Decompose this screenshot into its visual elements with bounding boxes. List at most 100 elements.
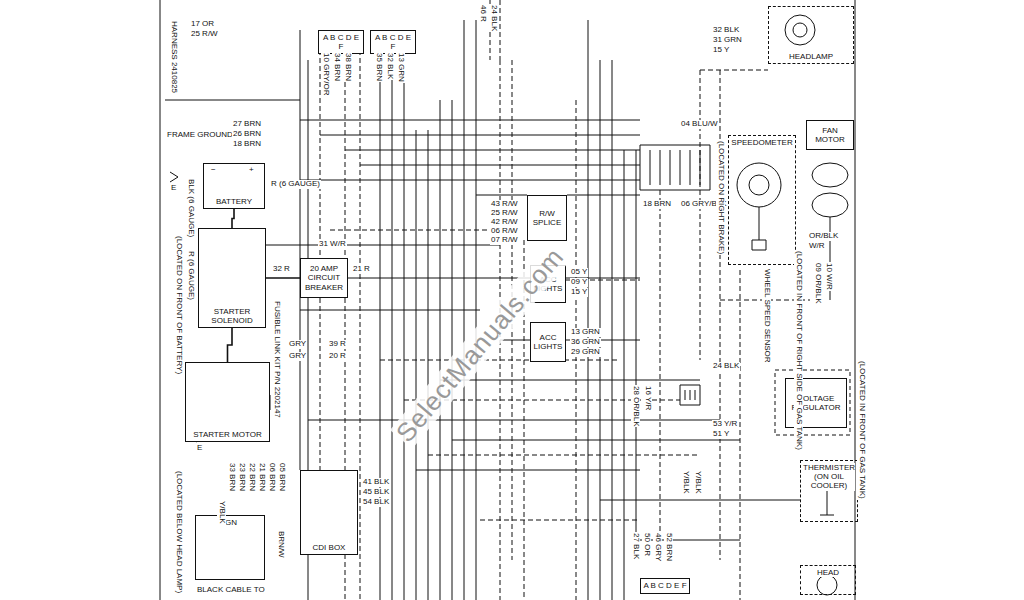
wire-label: 52 BRN — [664, 532, 673, 562]
component-name: ACC LIGHTS — [533, 333, 563, 351]
wire-label: 26 BRN — [232, 130, 262, 139]
terminal-mark: + — [248, 166, 255, 175]
wire-label: 27 BRN — [232, 120, 262, 129]
location-note: (LOCATED IN FRONT OF RIGHT SIDE OF GAS T… — [794, 250, 803, 451]
terminal-mark: − — [210, 166, 217, 175]
wire-label: 50 OR — [642, 532, 651, 557]
wire-label: 51 Y — [712, 430, 730, 439]
ground-symbol-label: E — [196, 444, 203, 453]
wire-label: 09 OR/BLK — [813, 262, 822, 304]
wire-label: 15 Y — [712, 46, 730, 55]
component-name: A B C D E F — [321, 33, 361, 51]
headlamp-component: HEAD — [800, 565, 856, 595]
component-name: SPEEDOMETER — [731, 138, 792, 147]
wire-label: 41 BLK — [362, 478, 390, 487]
component-note: (ON OIL COOLER) — [803, 472, 855, 490]
wire-label: 32 BLK — [712, 26, 740, 35]
ignition-coil: IGN — [195, 515, 265, 580]
wire-label: BRN/W — [276, 530, 285, 559]
wire-label: 38 BRN — [343, 52, 352, 82]
part-note: WHEEL SPEED SENSOR — [762, 268, 771, 364]
component-name: BATTERY — [216, 197, 252, 206]
component-name: R/W SPLICE — [530, 209, 564, 227]
wire-label: 25 R/W — [190, 30, 219, 39]
location-note: (LOCATED IN FRONT OF GAS TANK) — [857, 360, 866, 500]
solenoid-component: STARTER SOLENOID — [198, 228, 266, 328]
wire-label: 42 R/W — [490, 218, 519, 227]
part-note: FUSIBLE LINK KIT P/N 2202147 — [272, 300, 281, 419]
wire-label: 43 R/W — [490, 200, 519, 209]
wire-label: 21 BRN — [257, 462, 266, 492]
ground-label: FRAME GROUND — [166, 131, 234, 140]
wire-label: 35 BRN — [374, 52, 383, 82]
connector-plug: A B C D E F — [318, 30, 364, 54]
wire-label: 24 BLK — [489, 4, 498, 32]
wire-label: 29 GRN — [570, 348, 601, 357]
power-cable — [228, 328, 233, 362]
starter-motor: STARTER MOTOR — [185, 362, 270, 442]
wire-label: 20 R — [328, 352, 347, 361]
wire-label: 25 R/W — [490, 209, 519, 218]
power-cable — [232, 209, 234, 228]
wire-label: 24 BLK — [712, 362, 740, 371]
location-note: (LOCATED ON RIGHT BRAKE) — [716, 140, 725, 255]
wire-label: Y/BLK — [693, 470, 702, 495]
component-name: HEAD — [817, 568, 839, 577]
wire-label: 46 R — [478, 4, 487, 23]
wire-label: 53 Y/R — [712, 420, 738, 429]
wire-label: 33 BRN — [227, 462, 236, 492]
wire-label: 21 R — [352, 265, 371, 274]
component-name: 20 AMP CIRCUIT BREAKER — [303, 264, 345, 292]
location-note: (LOCATED BELOW HEAD LAMP) — [174, 470, 183, 594]
wire-label: 46 GRY — [653, 532, 662, 562]
harness-number: HARNESS 2410825 — [169, 20, 178, 94]
component-name: THERMISTER — [803, 463, 855, 472]
speedometer-component: SPEEDOMETER — [728, 135, 796, 265]
wire-label: 32 R — [272, 265, 291, 274]
component-name: HEADLAMP — [789, 52, 833, 61]
wire-label: BLK (6 GAUGE) — [186, 178, 195, 238]
ground-symbol-label: E — [170, 184, 177, 193]
wire-label: 04 BLU/W — [680, 120, 718, 129]
wire-label: 07 R/W — [490, 236, 519, 245]
circuit-breaker: 20 AMP CIRCUIT BREAKER — [300, 258, 348, 298]
wire-label: 54 BLK — [362, 498, 390, 507]
wire-label: 05 BRN — [277, 462, 286, 492]
wire-label: 34 BRN — [332, 52, 341, 82]
wire-label: 13 GRN — [570, 328, 601, 337]
component-name: STARTER MOTOR — [193, 430, 261, 439]
wire-label: OR/BLK — [808, 232, 839, 241]
wire-label: 31 GRN — [712, 36, 743, 45]
wire-label: R (6 GAUGE) — [186, 250, 195, 301]
wire-label: 06 R/W — [490, 227, 519, 236]
component-name: A B C D E F — [643, 581, 686, 590]
component-name: FAN MOTOR — [809, 126, 851, 144]
wire-label: 27 BLK — [631, 532, 640, 560]
wire-label: 36 GRN — [570, 338, 601, 347]
wire-label: 09 Y — [570, 278, 588, 287]
wire-label: Y/BLK — [217, 500, 226, 525]
wire-label: 28 OR/BLK — [631, 385, 640, 427]
wire-label: 22 BRN — [247, 462, 256, 492]
connector-plug: A B C D E F — [640, 578, 690, 594]
wire-label: W/R — [808, 242, 826, 251]
component-name: A B C D E F — [373, 33, 413, 51]
power-cable — [266, 277, 300, 279]
wire-label: GRY — [288, 340, 307, 349]
wire-label: 10 GRY/OR — [321, 52, 330, 97]
component-name: STARTER SOLENOID — [201, 307, 263, 325]
wire-label: 18 BRN — [232, 140, 262, 149]
wire-label: 06 BRN — [267, 462, 276, 492]
wire-label: 39 R — [328, 340, 347, 349]
wire-label: 10 W/R — [824, 262, 833, 291]
wire-label: 18 BRN — [642, 200, 672, 209]
location-note: BLACK CABLE TO — [196, 586, 266, 595]
accessory-lights: ACC LIGHTS — [530, 322, 566, 362]
wire-label: 05 Y — [570, 268, 588, 277]
wire-label: 13 GRN — [396, 52, 405, 83]
wire-label: 32 BLK — [385, 52, 394, 80]
thermister-sensor: THERMISTER(ON OIL COOLER) — [800, 460, 858, 522]
wire-label: R (6 GAUGE) — [270, 180, 321, 189]
wire-label: Y/BLK — [681, 470, 690, 495]
wire-label: GRY — [288, 352, 307, 361]
